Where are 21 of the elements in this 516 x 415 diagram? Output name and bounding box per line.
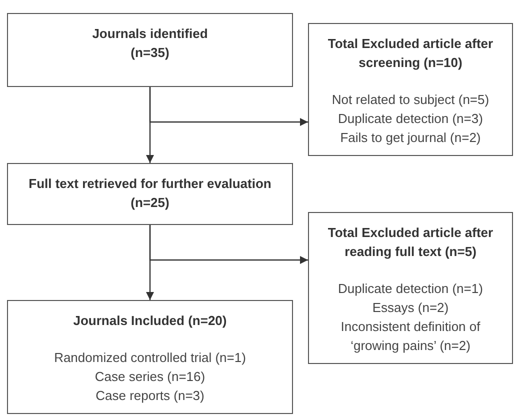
- box-heading: Journals Included (n=20): [73, 312, 227, 330]
- box-heading: Full text retrieved for further evaluation (n=25): [28, 175, 272, 212]
- process-box: [7, 163, 293, 225]
- arrow: [149, 225, 308, 264]
- process-box: [308, 23, 513, 156]
- arrow: [149, 87, 308, 126]
- list-item: Essays (n=2): [372, 299, 449, 317]
- list-item: Duplicate detection (n=3): [338, 110, 483, 128]
- list-item: Fails to get journal (n=2): [340, 129, 481, 147]
- box-heading: Total Excluded article after reading full text (n=5): [326, 224, 494, 261]
- list-item: Inconsistent definition of ‘growing pains’ (n=2): [340, 318, 482, 355]
- list-item: Case reports (n=3): [96, 387, 204, 405]
- process-box: [308, 212, 513, 364]
- list-item: Case series (n=16): [94, 368, 206, 386]
- box-heading: Total Excluded article after screening (n=10): [326, 35, 494, 72]
- list-item: Randomized controlled trial (n=1): [54, 349, 246, 367]
- list-item: Duplicate detection (n=1): [338, 280, 483, 298]
- list-item: Not related to subject (n=5): [332, 91, 490, 109]
- process-box: [7, 300, 293, 414]
- process-box: [7, 13, 293, 87]
- box-heading: Journals identified (n=35): [91, 25, 209, 62]
